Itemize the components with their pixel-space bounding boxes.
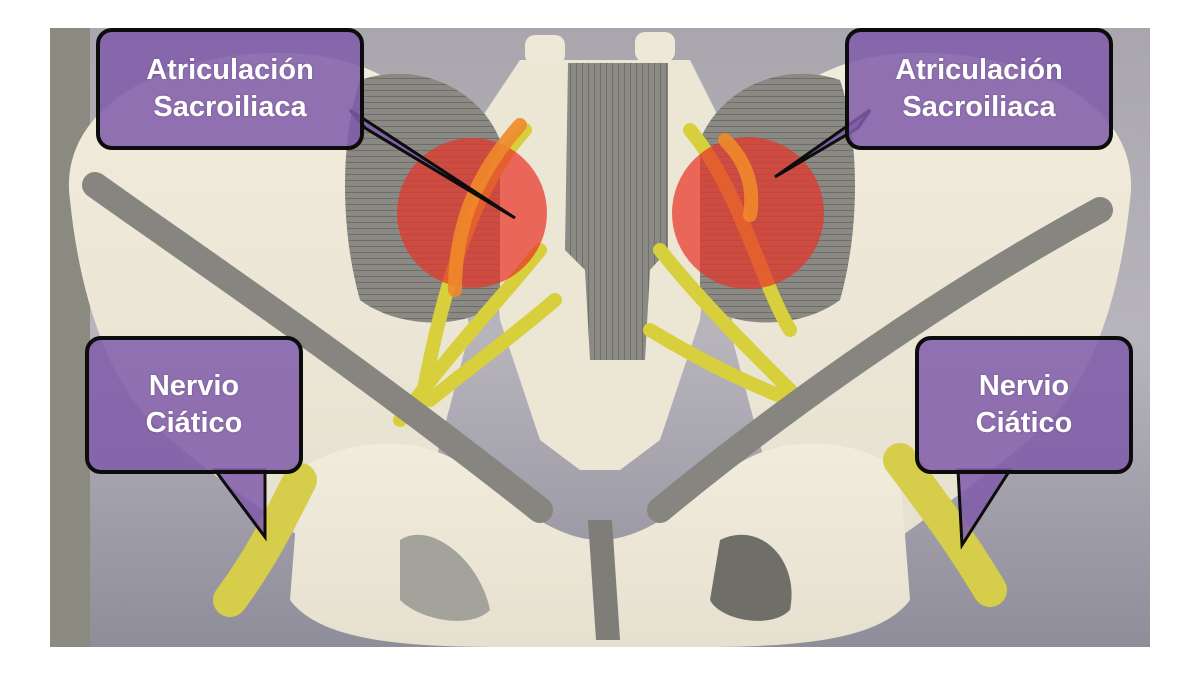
callout-sacroiliac-right: Atriculación Sacroiliaca [845,28,1113,150]
callout-sciatic-left: Nervio Ciático [85,336,303,474]
callout-sacroiliac-left: Atriculación Sacroiliaca [96,28,364,150]
callout-line2: Sacroiliaca [153,91,307,123]
callout-line1: Atriculación [146,53,314,86]
callout-line2: Sacroiliaca [902,91,1056,123]
callout-line2: Ciático [975,407,1073,439]
callout-line1: Nervio [978,369,1070,402]
callout-line1: Nervio [148,369,240,402]
callout-sciatic-right: Nervio Ciático [915,336,1133,474]
callout-line2: Ciático [145,407,243,439]
callout-line1: Atriculación [895,53,1063,86]
